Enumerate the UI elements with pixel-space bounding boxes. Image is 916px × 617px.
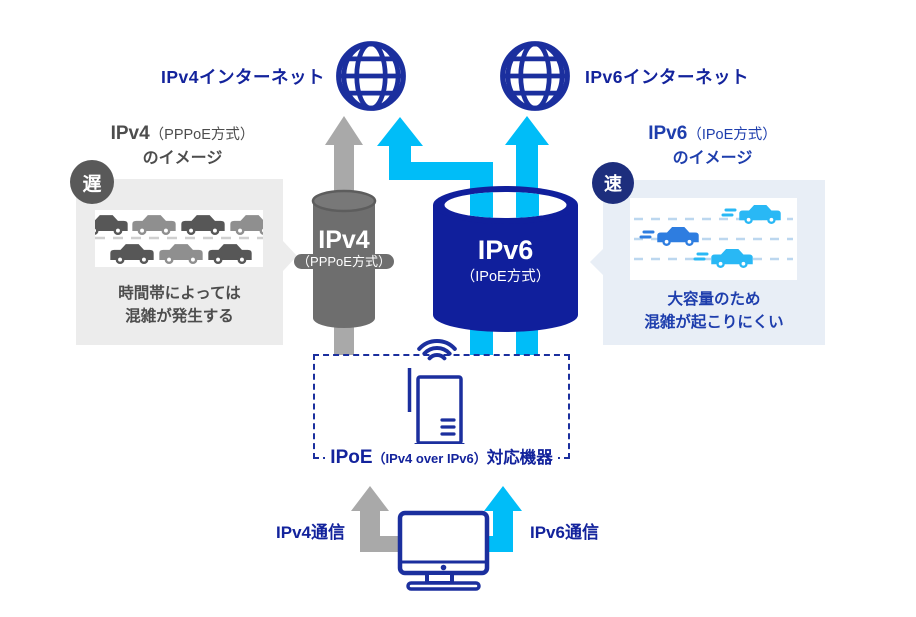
ipv6-image-panel: 大容量のため 混雑が起こりにくい (590, 180, 825, 345)
ipv4-panel-caption: 時間帯によっては 混雑が発生する (118, 285, 241, 325)
wifi-router-icon (407, 339, 469, 453)
ipv6-panel-heading-line2: のイメージ (672, 150, 753, 167)
ipv4-image-panel: 時間帯によっては 混雑が発生する (76, 179, 297, 345)
ipv4-panel-heading: IPv4（PPPoE方式） のイメージ (70, 122, 295, 170)
ipv6-pipe-label: IPv6 （IPoE方式） (460, 235, 551, 285)
ipv6-panel-heading-line1: IPv6（IPoE方式） (648, 123, 777, 144)
ipv4-pipe-label: IPv4 （PPPoE方式） (284, 227, 404, 271)
slow-badge: 遅 (70, 160, 114, 204)
ipoe-device-label: IPoE（IPv4 over IPv6）対応機器 (303, 444, 580, 469)
ipv6-panel-caption: 大容量のため 混雑が起こりにくい (644, 291, 784, 331)
ipv6-pipe-shape (433, 186, 578, 332)
ipv6-internet-label: IPv6インターネット (585, 67, 749, 87)
fast-badge: 速 (592, 162, 634, 204)
ipv4-panel-heading-line1: IPv4（PPPoE方式） (110, 123, 255, 144)
desktop-monitor-icon (397, 510, 490, 591)
globe-icon (497, 38, 573, 114)
ipv6-panel-heading: IPv6（IPoE方式） のイメージ (595, 122, 830, 170)
ipv4-panel-heading-line2: のイメージ (142, 150, 223, 167)
globe-icon (333, 38, 409, 114)
traffic-jam-illustration (95, 210, 263, 267)
ipv4-over-ipv6-bent-arrow (377, 117, 493, 355)
ipv6-traffic-label: IPv6通信 (530, 523, 599, 542)
ipv4-traffic-label: IPv4通信 (276, 523, 345, 542)
smooth-traffic-illustration (630, 198, 797, 280)
wifi-icon (417, 339, 457, 361)
ipv4-traffic-arrow (351, 486, 403, 552)
ipv6-traffic-arrow (470, 486, 522, 552)
ipv4-internet-label: IPv4インターネット (161, 67, 325, 87)
